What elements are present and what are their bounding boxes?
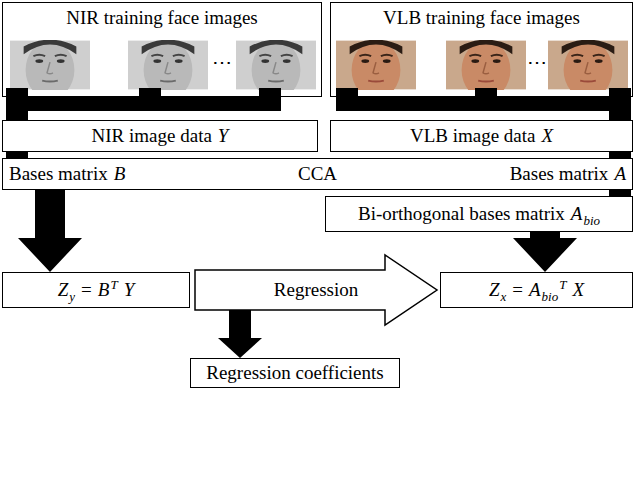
data-box: NIR image data Y: [2, 120, 318, 152]
node-text: Bases matrix: [510, 163, 609, 185]
subscript: bio: [542, 289, 559, 305]
node-text: =: [512, 279, 523, 301]
cca-bar: Bases matrixBCCABases matrixA: [2, 158, 633, 190]
text-group: NIR image data Y: [92, 125, 229, 147]
node-text: Bases matrix: [9, 163, 108, 185]
block-arrow-connector: [513, 232, 577, 272]
superscript: T: [559, 277, 566, 293]
text-group: Zy=BTY: [58, 279, 135, 301]
node-text: NIR training face images: [66, 7, 258, 29]
node-text: B: [114, 163, 126, 185]
thick-connector: [6, 97, 28, 120]
image-group-box: NIR training face images: [2, 2, 322, 97]
node-text: Regression: [274, 279, 358, 301]
block-arrow-connector: [218, 310, 262, 358]
node-text: A: [614, 163, 626, 185]
node-text: X: [572, 279, 584, 301]
data-box: VLB image dataX: [330, 120, 633, 152]
block-arrow-connector: [18, 190, 82, 272]
node-text: =: [81, 279, 92, 301]
node-text: X: [541, 125, 553, 147]
text-group: VLB training face images: [383, 7, 580, 29]
formula-box: Zy = BTY: [2, 272, 190, 308]
text-group: Bases matrixA: [510, 163, 626, 185]
node-text: VLB image data: [410, 125, 536, 147]
ellipsis-mark: ⋯: [208, 50, 236, 74]
subscript: x: [501, 289, 507, 305]
text-group: NIR training face images: [66, 7, 258, 29]
node-text: Z: [58, 279, 69, 301]
thick-connector: [609, 97, 631, 120]
node-text: B: [98, 279, 110, 301]
bases-box: Bi-orthogonal bases matrix Abio: [325, 196, 633, 232]
node-text: Y: [124, 279, 135, 301]
text-group: VLB image dataX: [410, 125, 553, 147]
superscript: T: [110, 277, 117, 293]
result-box: Regression coefficients: [190, 358, 400, 388]
node-text: Regression coefficients: [206, 362, 383, 384]
text-group: Zx=AbioTX: [489, 279, 584, 301]
subscript: y: [69, 289, 75, 305]
text-group: CCA: [298, 163, 337, 185]
node-text: CCA: [298, 163, 337, 185]
node-text: A: [571, 203, 583, 225]
node-text: Z: [489, 279, 500, 301]
ellipsis-mark: ⋯: [526, 50, 548, 74]
image-bus: [6, 88, 631, 111]
text-group: Bases matrix B: [9, 163, 125, 185]
text-group: Regression: [274, 279, 358, 301]
text-group: Bi-orthogonal bases matrixAbio: [358, 203, 600, 225]
node-text: Y: [218, 125, 229, 147]
subscript: bio: [583, 213, 600, 229]
block-arrow: Regression: [195, 270, 437, 310]
formula-box: Zx = AbioTX: [440, 272, 633, 308]
node-text: NIR image data: [92, 125, 212, 147]
node-text: Bi-orthogonal bases matrix: [358, 203, 565, 225]
node-text: VLB training face images: [383, 7, 580, 29]
text-group: Regression coefficients: [206, 362, 383, 384]
image-group-box: VLB training face images: [330, 2, 633, 97]
node-text: A: [529, 279, 541, 301]
block-arrow-shape: [195, 255, 437, 325]
